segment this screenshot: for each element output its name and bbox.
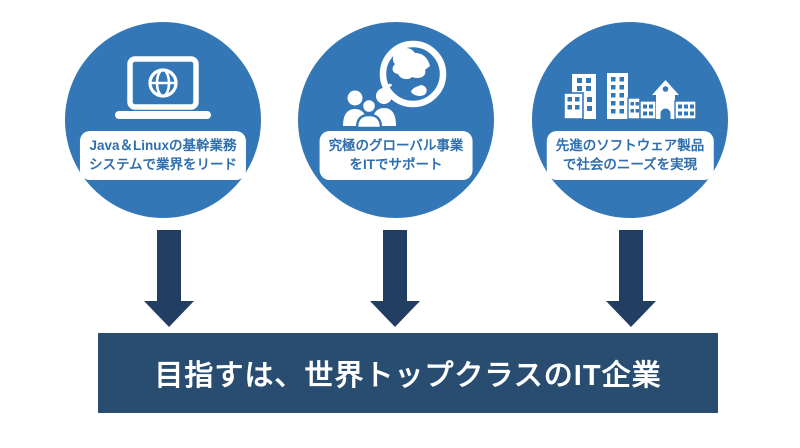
pillar-label-java-linux: Java＆Linuxの基幹業務 システムで業界をリード: [79, 131, 247, 181]
pillar-label-line: 先進のソフトウェア製品: [555, 138, 705, 153]
city-buildings-icon: [564, 73, 696, 119]
goal-banner-title: 目指すは、世界トップクラスのIT企業: [154, 360, 662, 392]
down-arrow-3: [606, 230, 656, 327]
pillar-label-line: システムで業界をリード: [88, 157, 238, 173]
pillar-label-line: Java＆Linuxの基幹業務: [89, 138, 237, 153]
pillar-label-software: 先進のソフトウェア製品 で社会のニーズを実現: [546, 131, 714, 181]
pillar-circle-software: 先進のソフトウェア製品 で社会のニーズを実現: [532, 22, 728, 218]
pillar-label-line: 究極のグローバル事業: [328, 138, 464, 153]
pillar-label-line: をITでサポート: [349, 157, 443, 173]
pillar-label-global: 究極のグローバル事業 をITでサポート: [319, 131, 473, 181]
pillar-circle-java-linux: Java＆Linuxの基幹業務 システムで業界をリード: [65, 22, 261, 218]
pillar-label-line: で社会のニーズを実現: [562, 157, 698, 173]
down-arrow-1: [144, 230, 194, 327]
laptop-globe-icon: [115, 56, 211, 119]
pillar-circle-global: 究極のグローバル事業 をITでサポート: [298, 22, 494, 218]
goal-banner: 目指すは、世界トップクラスのIT企業: [98, 333, 718, 413]
down-arrow-2: [370, 230, 420, 327]
globe-people-icon: [343, 40, 447, 130]
